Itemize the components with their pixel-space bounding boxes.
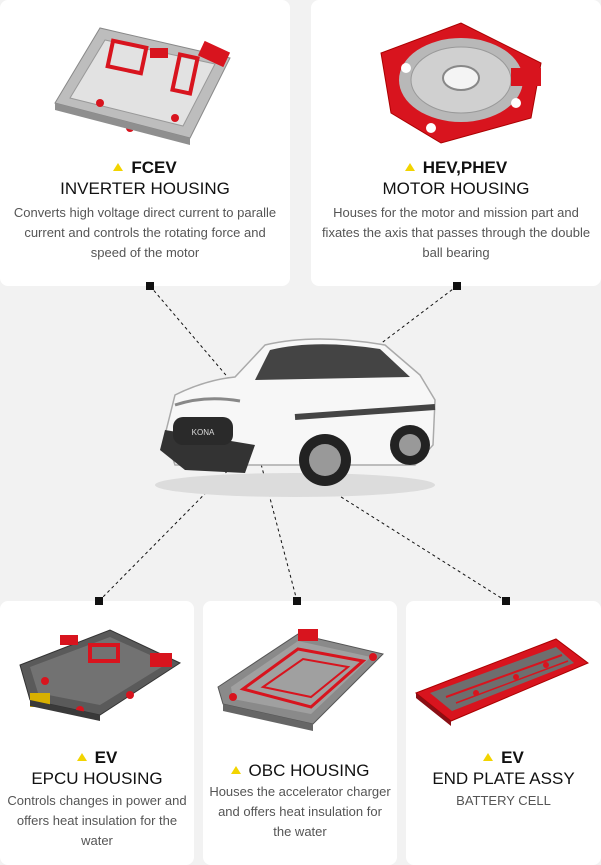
connector-dot (502, 597, 510, 605)
product-card-epcu-housing[interactable]: EV EPCU HOUSING Controls changes in powe… (0, 601, 194, 865)
product-description: Converts high voltage direct current to … (13, 205, 277, 260)
product-title: EV EPCU HOUSING (0, 747, 194, 789)
triangle-marker-icon (76, 753, 87, 761)
obc-housing-image (217, 629, 384, 731)
car-badge: KONA (192, 428, 215, 437)
product-card-inverter-housing[interactable]: FCEV INVERTER HOUSING Converts high volt… (0, 0, 290, 286)
product-category: EV (501, 748, 524, 767)
product-description: Controls changes in power and offers hea… (7, 793, 187, 848)
inverter-housing-image (54, 27, 231, 145)
product-name: MOTOR HOUSING (382, 179, 530, 198)
end-plate-image (415, 638, 589, 726)
connector-dot (95, 597, 103, 605)
product-card-motor-housing[interactable]: HEV,PHEV MOTOR HOUSING Houses for the mo… (311, 0, 601, 286)
product-category: EV (94, 748, 118, 767)
product-title: FCEV INVERTER HOUSING (0, 157, 290, 199)
product-name: OBC HOUSING (248, 761, 370, 780)
product-category: HEV,PHEV (422, 158, 508, 177)
epcu-housing-image (19, 629, 182, 721)
triangle-marker-icon (483, 753, 494, 761)
product-card-obc-housing[interactable]: OBC HOUSING Houses the accelerator charg… (203, 601, 397, 865)
triangle-marker-icon (113, 163, 124, 171)
product-name: END PLATE ASSY (432, 769, 575, 788)
product-name: INVERTER HOUSING (60, 179, 230, 198)
product-title: EV END PLATE ASSY (406, 747, 601, 789)
connector-dot (453, 282, 461, 290)
triangle-marker-icon (404, 163, 415, 171)
motor-housing-image (380, 22, 542, 144)
triangle-marker-icon (230, 766, 241, 774)
product-name: EPCU HOUSING (31, 769, 163, 788)
product-description: Houses for the motor and mission part an… (321, 205, 591, 260)
product-title: OBC HOUSING (203, 760, 397, 781)
product-card-end-plate[interactable]: EV END PLATE ASSY BATTERY CELL (406, 601, 601, 865)
product-category: FCEV (131, 158, 177, 177)
connector-dot (146, 282, 154, 290)
hyundai-kona-car-image: KONA (155, 338, 436, 497)
connector-dot (293, 597, 301, 605)
connector-endplate (329, 489, 507, 602)
product-title: HEV,PHEV MOTOR HOUSING (311, 157, 601, 199)
product-description: BATTERY CELL (456, 793, 551, 808)
product-description: Houses the accelerator charger and offer… (209, 784, 391, 839)
